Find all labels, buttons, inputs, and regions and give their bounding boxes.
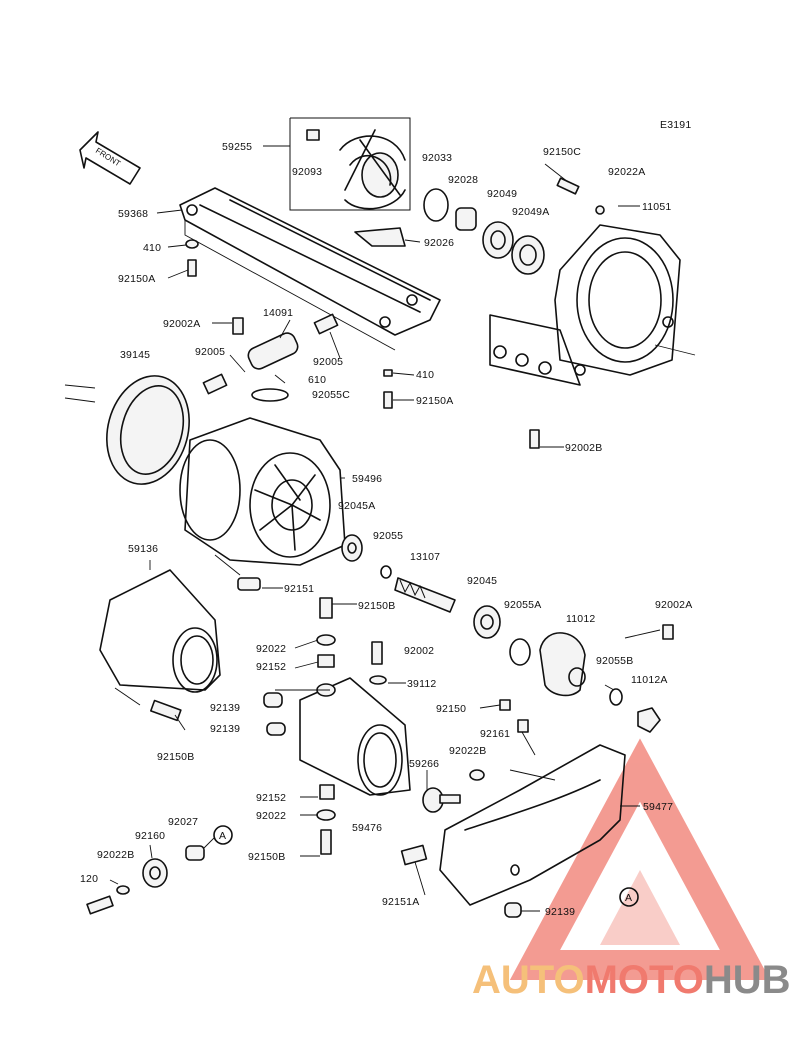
part-label: 92150A	[118, 273, 155, 285]
part-label: 92045A	[338, 500, 375, 512]
bearing-parts	[473, 605, 661, 733]
nozzle-part	[99, 560, 221, 693]
callout-a-left: A	[219, 830, 226, 842]
part-label: 610	[308, 374, 326, 386]
part-label: 59368	[118, 208, 148, 220]
part-label: 92005	[313, 356, 343, 368]
part-label: 39145	[120, 349, 150, 361]
part-label: 92055C	[312, 389, 350, 401]
part-label: 92022B	[449, 745, 486, 757]
small-parts: A A	[142, 825, 639, 907]
part-label: 59266	[409, 758, 439, 770]
part-label: 92161	[480, 728, 510, 740]
impeller-part	[289, 117, 411, 211]
part-label: 11012A	[631, 674, 668, 686]
ride-plate-part	[179, 187, 441, 351]
part-label: 39112	[407, 678, 436, 690]
shaft-part	[380, 565, 456, 613]
part-label: 92049	[487, 188, 517, 200]
part-label: 92002B	[565, 442, 602, 454]
part-label: 92002	[404, 645, 434, 657]
part-label: 92027	[168, 816, 198, 828]
part-label: 120	[80, 873, 98, 885]
watermark-part1: AUTO	[472, 958, 585, 1002]
part-label: 92055A	[504, 599, 541, 611]
part-label: 59476	[352, 822, 382, 834]
part-label: 92139	[545, 906, 575, 918]
part-label: 92022	[256, 643, 286, 655]
deflector-part	[400, 744, 626, 918]
part-label: 92005	[195, 346, 225, 358]
part-label: 92152	[256, 661, 286, 673]
part-label: 92055	[373, 530, 403, 542]
part-label: 92139	[210, 723, 240, 735]
part-label: 92028	[448, 174, 478, 186]
part-label: 92022A	[608, 166, 645, 178]
seal-parts	[423, 177, 605, 275]
part-label: 92026	[424, 237, 454, 249]
part-label: 13107	[410, 551, 440, 563]
part-label: 92045	[467, 575, 497, 587]
part-label: 59136	[128, 543, 158, 555]
watermark-logo: AUTOMOTOHUB	[472, 958, 791, 1003]
part-label: 11012	[566, 613, 595, 625]
watermark-triangle	[509, 738, 771, 980]
part-label: 92150B	[358, 600, 395, 612]
part-label: 59255	[222, 141, 252, 153]
pump-housing-part	[489, 224, 696, 386]
part-label: 11051	[642, 201, 671, 213]
watermark-part3: HUB	[703, 958, 791, 1002]
part-label: 92049A	[512, 206, 549, 218]
part-label: 410	[143, 242, 161, 254]
diagram-code: E3191	[660, 119, 691, 131]
part-label: 92022B	[97, 849, 134, 861]
part-label: 92093	[292, 166, 322, 178]
steering-nozzle-part	[263, 675, 411, 796]
callout-a-right: A	[625, 892, 632, 904]
part-label: 92160	[135, 830, 165, 842]
part-label: 59496	[352, 473, 382, 485]
pump-case-part	[179, 417, 363, 566]
part-label: 92150	[436, 703, 466, 715]
part-label: 92002A	[163, 318, 200, 330]
part-label: 92151	[284, 583, 314, 595]
part-label: 59477	[643, 801, 673, 813]
part-labels: 59255 92093 92033 92028 92049 92049A 921…	[80, 141, 692, 918]
bolt-parts	[86, 239, 674, 915]
part-label: 92150C	[543, 146, 581, 158]
part-label: 92022	[256, 810, 286, 822]
part-label: 92033	[422, 152, 452, 164]
part-label: 410	[416, 369, 434, 381]
lever-part	[202, 313, 339, 402]
front-arrow-icon: FRONT	[79, 131, 141, 185]
part-label: 92150A	[416, 395, 453, 407]
watermark-part2: MOTO	[584, 958, 704, 1002]
part-label: 92055B	[596, 655, 633, 667]
part-label: 92002A	[655, 599, 692, 611]
part-label: 92151A	[382, 896, 419, 908]
part-label: 92152	[256, 792, 286, 804]
part-label: 92139	[210, 702, 240, 714]
ring-part	[64, 375, 190, 485]
part-label: 92150B	[248, 851, 285, 863]
clip-part	[354, 227, 406, 247]
part-label: 14091	[263, 307, 293, 319]
leader-lines	[109, 145, 661, 912]
part-label: 92150B	[157, 751, 194, 763]
